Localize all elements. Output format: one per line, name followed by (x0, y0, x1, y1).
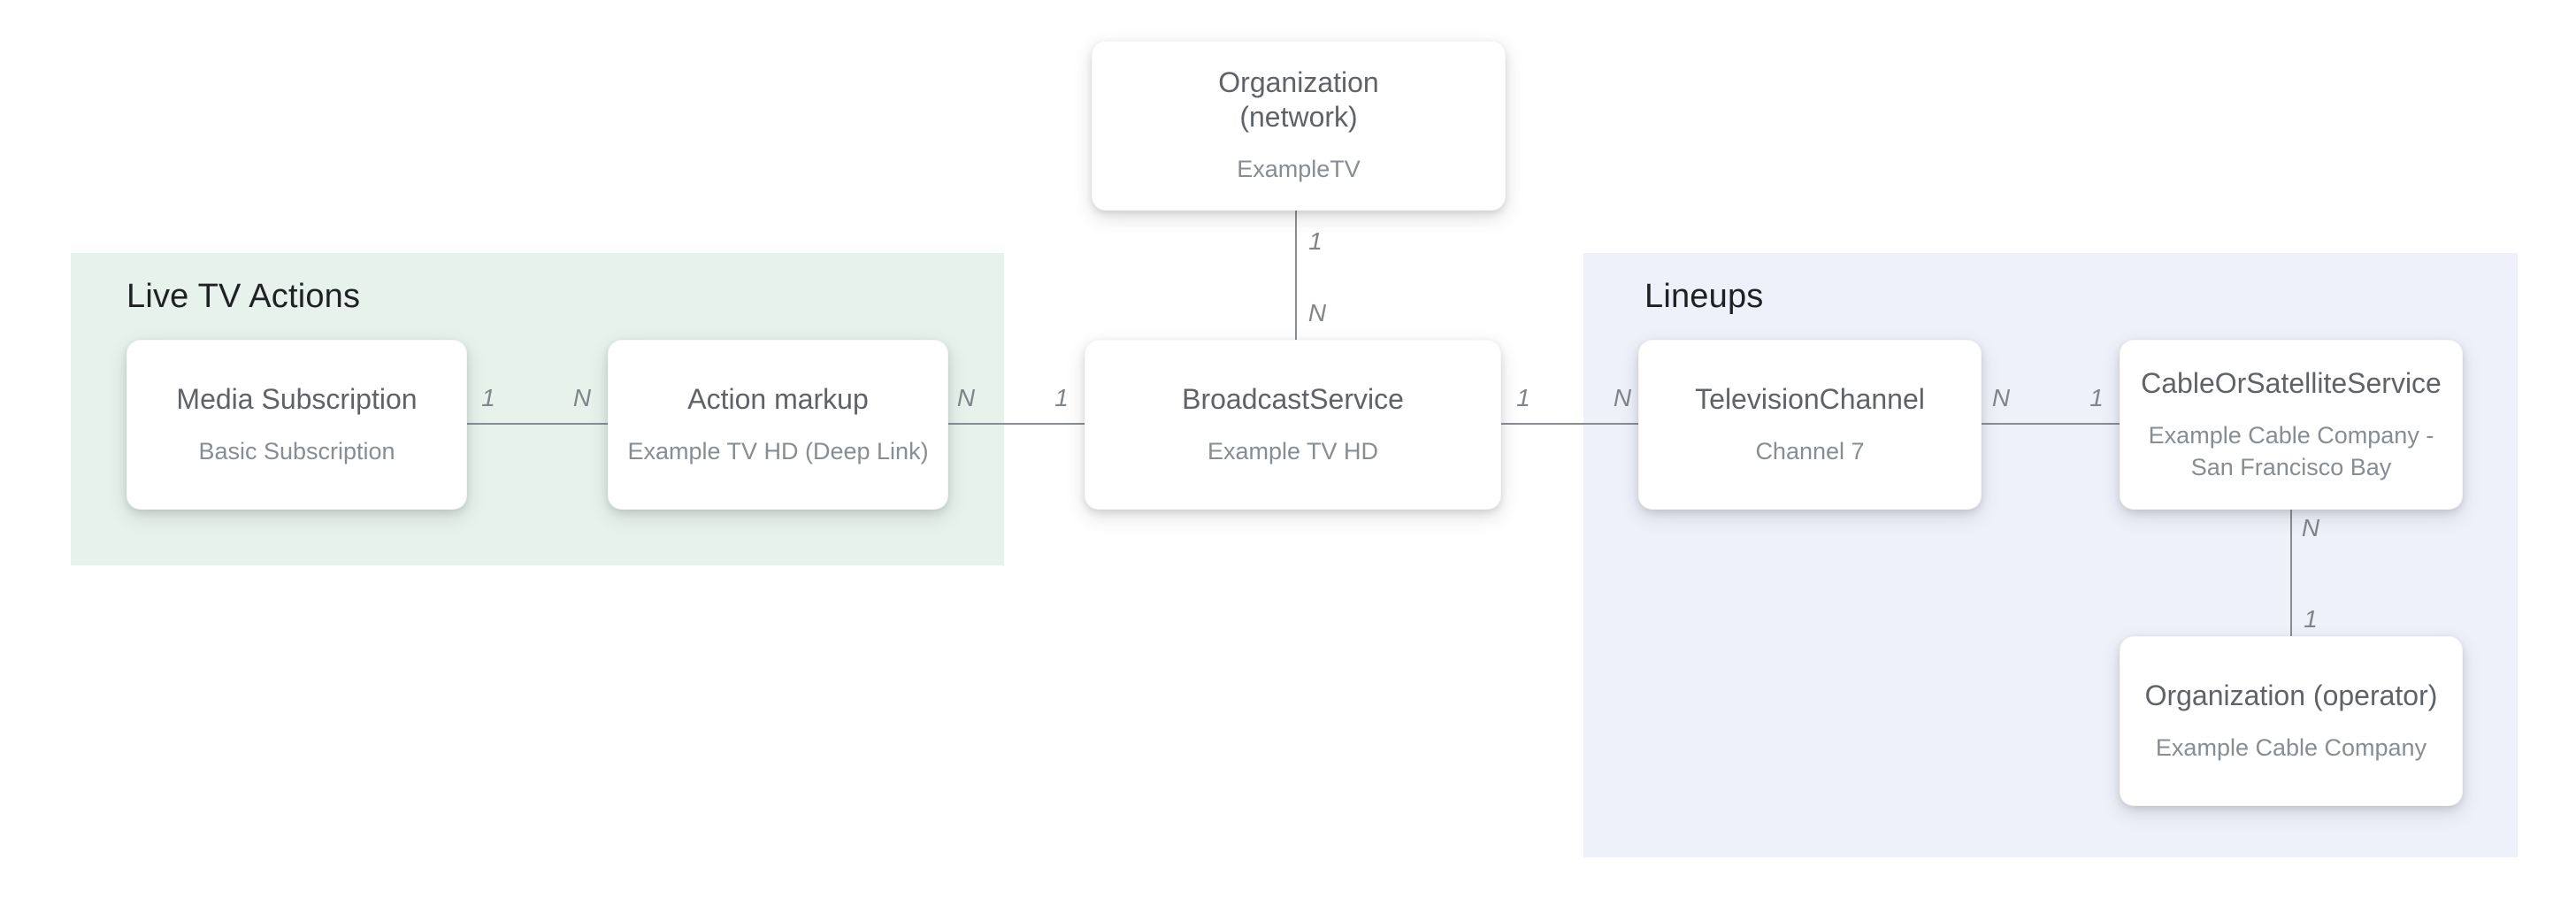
node-title: BroadcastService (1182, 382, 1404, 415)
cardinality-label: 1 (481, 384, 495, 411)
cardinality-label: 1 (1516, 384, 1530, 411)
node-cable-or-satellite-service: CableOrSatelliteService Example Cable Co… (2120, 340, 2463, 510)
node-subtitle: Basic Subscription (198, 437, 395, 465)
cardinality-label: N (1307, 299, 1327, 326)
region-title-live-tv-actions: Live TV Actions (126, 278, 361, 315)
cardinality-label: N (956, 384, 976, 411)
node-subtitle: Example Cable Company - San Francisco Ba… (2148, 422, 2434, 480)
cardinality-label: N (572, 384, 592, 411)
edge-mediasubscription-to-actionmarkup (467, 423, 608, 425)
node-title: CableOrSatelliteService (2141, 367, 2442, 400)
cardinality-label: 1 (1054, 384, 1069, 411)
node-title: Organization (operator) (2144, 679, 2438, 711)
cardinality-label: 1 (2089, 384, 2104, 411)
node-subtitle: ExampleTV (1237, 156, 1361, 183)
node-subtitle: Channel 7 (1755, 437, 1865, 465)
node-media-subscription: Media Subscription Basic Subscription (126, 340, 467, 510)
node-television-channel: TelevisionChannel Channel 7 (1638, 340, 1982, 510)
node-subtitle: Example TV HD (1207, 437, 1379, 465)
cardinality-label: N (2301, 514, 2320, 541)
node-title: TelevisionChannel (1695, 382, 1925, 415)
node-subtitle: Example TV HD (Deep Link) (627, 437, 929, 465)
edge-televisionchannel-to-cableorsatellite (1982, 423, 2120, 425)
edge-network-to-broadcastservice (1295, 211, 1297, 340)
node-action-markup: Action markup Example TV HD (Deep Link) (608, 340, 948, 510)
edge-cableorsatellite-to-operator (2290, 510, 2292, 636)
cardinality-label: N (1613, 384, 1632, 411)
edge-actionmarkup-to-broadcastservice (948, 423, 1085, 425)
node-subtitle: Example Cable Company (2155, 733, 2427, 761)
cardinality-label: N (1991, 384, 2011, 411)
region-title-lineups: Lineups (1644, 278, 1764, 315)
node-title: Organization (network) (1218, 66, 1379, 134)
cardinality-label: 1 (1308, 227, 1322, 255)
node-broadcast-service: BroadcastService Example TV HD (1085, 340, 1501, 510)
node-title: Action markup (687, 382, 869, 415)
node-title: Media Subscription (176, 382, 418, 415)
node-organization-network: Organization (network) ExampleTV (1092, 41, 1506, 211)
node-organization-operator: Organization (operator) Example Cable Co… (2120, 636, 2463, 806)
cardinality-label: 1 (2304, 605, 2318, 633)
edge-broadcastservice-to-televisionchannel (1501, 423, 1638, 425)
